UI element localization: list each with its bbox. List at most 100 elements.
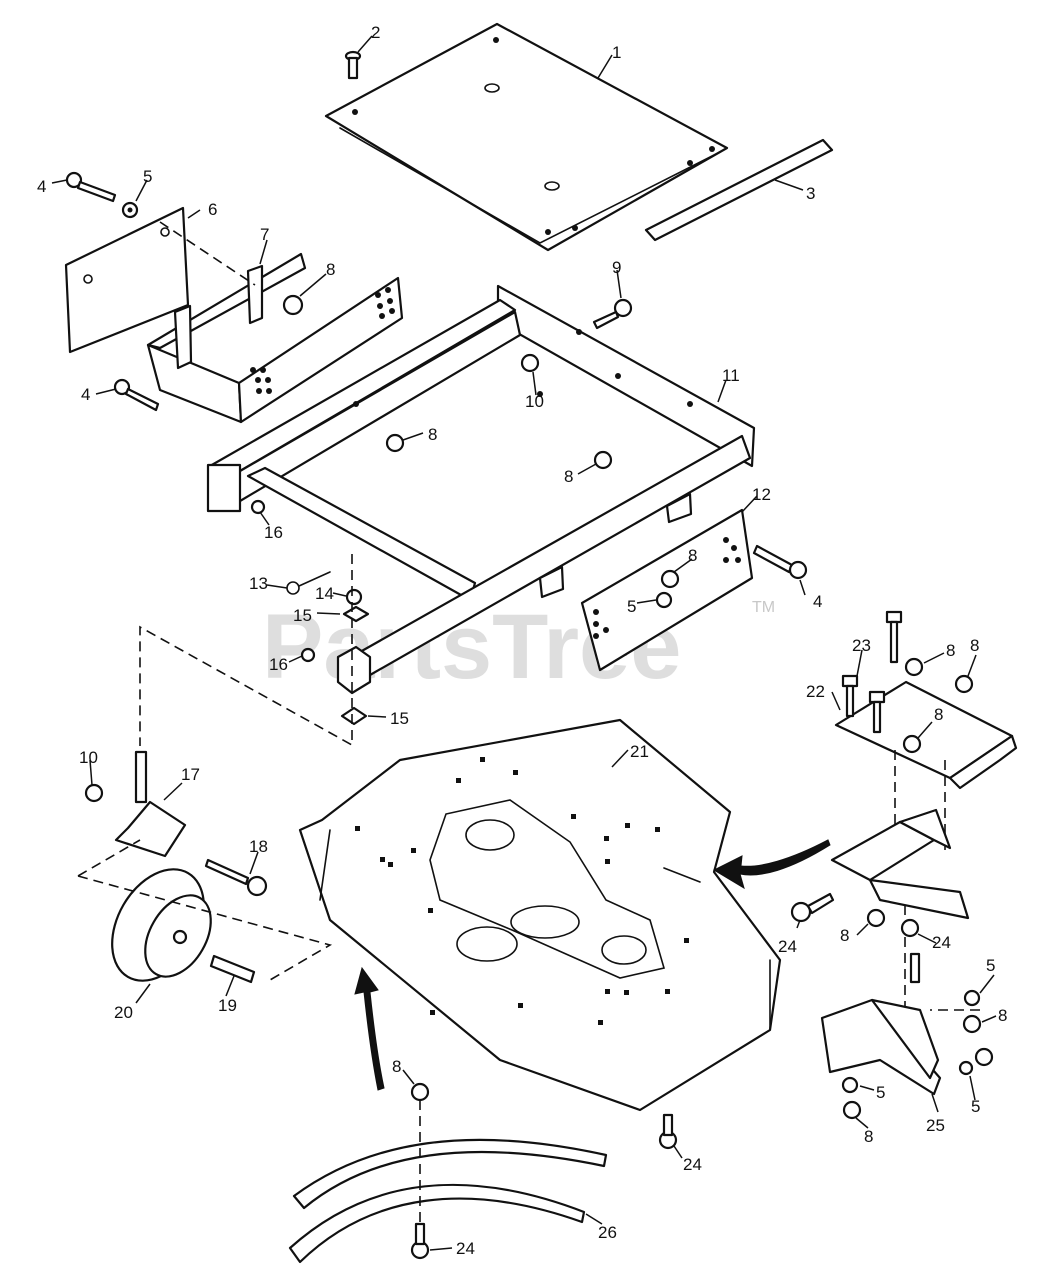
part-16-nut-lower (300, 647, 316, 663)
part-18-axle-bolt (204, 858, 268, 897)
part-5-washer-bracket (655, 591, 673, 609)
callout-8-e: 8 (946, 641, 955, 660)
callout-8-j: 8 (864, 1127, 873, 1146)
callout-5-d: 5 (876, 1083, 885, 1102)
part-15-bushing-lower (340, 706, 368, 726)
part-8-nut-skid (410, 1082, 430, 1102)
part-14-washer (345, 588, 363, 606)
callout-18: 18 (249, 837, 268, 856)
part-2-screw (344, 50, 362, 80)
callout-8-c: 8 (564, 467, 573, 486)
part-8-nut-r6 (974, 1047, 994, 1067)
callout-25: 25 (926, 1116, 945, 1135)
callout-5-c: 5 (986, 956, 995, 975)
callout-16-a: 16 (264, 523, 283, 542)
callout-8-k: 8 (392, 1057, 401, 1076)
part-17-wheel-arm (114, 750, 187, 858)
part-8-nut-r4 (866, 908, 886, 928)
callout-7: 7 (260, 225, 269, 244)
part-19-axle-spacer (209, 954, 256, 984)
part-4-bolt-upper (65, 171, 117, 203)
part-8-nut-left (282, 294, 304, 316)
callout-2: 2 (371, 23, 380, 42)
part-22-plate (834, 680, 1018, 790)
callout-24-b: 24 (932, 933, 951, 952)
callout-15-a: 15 (293, 606, 312, 625)
part-4-bolt-right (752, 544, 808, 580)
part-8-nut-r7 (842, 1100, 862, 1120)
arrow-into-deck (712, 839, 831, 890)
callout-8-d: 8 (688, 546, 697, 565)
part-8-nut-r1 (904, 657, 924, 677)
callout-5-e: 5 (971, 1097, 980, 1116)
callout-26: 26 (598, 1223, 617, 1242)
part-26-skid-plates (288, 1138, 608, 1264)
callout-4-upper: 4 (37, 177, 46, 196)
callout-22: 22 (806, 682, 825, 701)
callout-9: 9 (612, 258, 621, 277)
callout-5-upper: 5 (143, 167, 152, 186)
part-8-nut-r5 (962, 1014, 982, 1034)
part-5-washer-r1 (963, 989, 981, 1007)
arrow-up-deck (354, 966, 385, 1091)
callout-11: 11 (722, 366, 740, 385)
part-16-nut-upper (250, 499, 266, 515)
part-24-bolt-skid (410, 1222, 430, 1260)
callout-1: 1 (612, 43, 621, 62)
leader-lines (51, 35, 997, 1251)
callout-12: 12 (752, 485, 771, 504)
callout-labels: 1 2 3 4 5 6 7 8 9 4 10 11 8 8 12 16 8 5 … (37, 23, 1007, 1258)
part-12-bracket (538, 492, 754, 672)
callout-24-a: 24 (778, 937, 797, 956)
part-8-nut-bracket (660, 569, 680, 589)
callout-21: 21 (630, 742, 649, 761)
callout-4-lower: 4 (81, 385, 90, 404)
part-24-bolt-deck (658, 1113, 678, 1150)
part-23-bolts (841, 610, 903, 734)
callout-17: 17 (181, 765, 200, 784)
callout-10-a: 10 (525, 392, 544, 411)
callout-8-a: 8 (326, 260, 335, 279)
part-1-top-plate (324, 22, 729, 252)
part-24-bracket-lower (830, 808, 970, 920)
part-24-bolt-vertical (909, 952, 921, 984)
callout-8-b: 8 (428, 425, 437, 444)
part-21-mower-deck (298, 718, 782, 1112)
part-3-strip (644, 138, 834, 242)
part-11-main-frame (206, 284, 756, 677)
watermark-trademark: TM (752, 599, 775, 616)
part-8-nut-r3 (902, 734, 922, 754)
callout-4-right: 4 (813, 592, 822, 611)
callout-16-b: 16 (269, 655, 288, 674)
callout-24-d: 24 (456, 1239, 475, 1258)
part-5-washer-r3 (841, 1076, 859, 1094)
part-5-washer-r2 (958, 1060, 974, 1076)
part-10-nut-wheel (84, 783, 104, 803)
callout-14: 14 (315, 584, 334, 603)
callout-5-b: 5 (627, 597, 636, 616)
part-6-side-plate (64, 206, 190, 354)
part-20-wheel (111, 868, 212, 982)
callout-8-i: 8 (998, 1006, 1007, 1025)
part-7-seat-bracket (146, 252, 404, 424)
part-21-deck-holes (355, 757, 689, 1025)
part-24-bolt-mid (790, 892, 835, 923)
part-25-anchor-bracket (820, 998, 942, 1096)
callout-15-b: 15 (390, 709, 409, 728)
callout-23: 23 (852, 636, 871, 655)
part-8-nut-center (385, 433, 405, 453)
callout-6: 6 (208, 200, 217, 219)
callout-8-f: 8 (970, 636, 979, 655)
callout-13: 13 (249, 574, 268, 593)
callout-19: 19 (218, 996, 237, 1015)
part-6-slot (83, 274, 93, 284)
part-15-spacer (336, 645, 372, 695)
part-9-bolt (592, 298, 633, 330)
callout-24-c: 24 (683, 1155, 702, 1174)
part-24-bolt-head-r (900, 918, 920, 938)
part-10-nut (520, 353, 540, 373)
callout-8-h: 8 (840, 926, 849, 945)
part-4-bolt-lower (113, 378, 160, 412)
part-8-nut-r2 (954, 674, 974, 694)
